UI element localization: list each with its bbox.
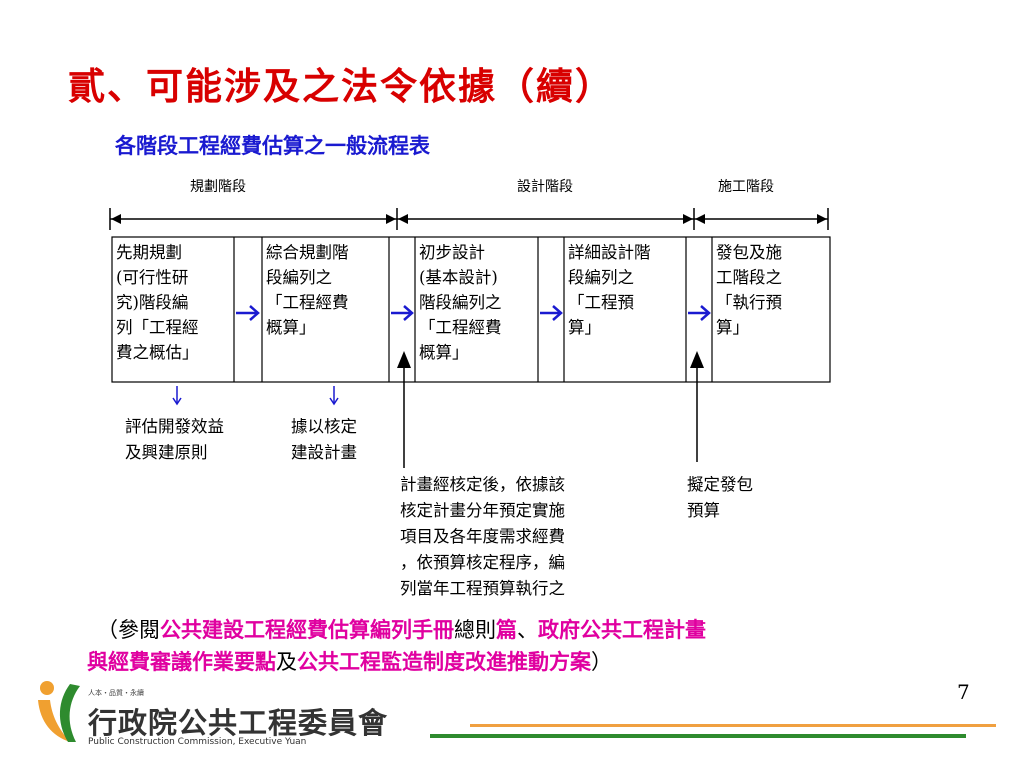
reference-sep-2: 及 — [276, 650, 297, 674]
page-title: 貳、可能涉及之法令依據（續） — [68, 64, 614, 108]
logo-mark-icon — [38, 681, 80, 742]
phase-label-construction: 施工階段 — [718, 179, 774, 195]
note-approve-plan: 據以核定 建設計畫 — [291, 417, 357, 462]
reference-doc-manual: 公共建設工程經費估算編列手冊 — [160, 617, 454, 642]
note-budget-procedure: 計畫經核定後，依據該 核定計畫分年預定實施 項目及各年度需求經費 ，依預算核定程… — [400, 475, 565, 598]
reference-doc-guideline: 政府公共工程計畫 — [538, 617, 706, 642]
reference-doc-manual-section: 總則 — [454, 618, 496, 642]
phase-label-planning: 規劃階段 — [190, 179, 246, 195]
reference-doc-manual-end: 篇 — [496, 617, 517, 642]
logo-english-name: Public Construction Commission, Executiv… — [88, 737, 307, 747]
reference-doc-guideline-cont: 與經費審議作業要點 — [87, 649, 276, 674]
reference-open: （參閱 — [97, 618, 160, 642]
flow-box-comprehensive-planning: 綜合規劃階 段編列之 「工程經費 概算」 — [266, 243, 349, 337]
flow-arrow-4 — [688, 305, 711, 321]
reference-sep-1: 、 — [517, 618, 538, 642]
down-arrow-2 — [329, 386, 339, 406]
logo-tagline: 人本・品質・永續 — [88, 689, 144, 697]
phase-label-design: 設計階段 — [517, 179, 573, 195]
down-arrow-1 — [172, 386, 182, 406]
reference-note: （參閱公共建設工程經費估算編列手冊總則篇、政府公共工程計畫 與經費審議作業要點及… — [87, 614, 706, 678]
note-evaluate-benefits: 評估開發效益 及興建原則 — [125, 417, 224, 462]
up-arrow-2 — [690, 351, 704, 462]
flow-arrow-3 — [540, 305, 563, 321]
reference-doc-supervision: 公共工程監造制度改進推動方案 — [297, 649, 591, 674]
flow-box-detailed-design: 詳細設計階 段編列之 「工程預 算」 — [568, 243, 651, 337]
up-arrow-1 — [397, 351, 411, 468]
flow-box-prelim-planning: 先期規劃 (可行性研 究)階段編 列「工程經 費之概估」 — [116, 243, 199, 362]
page-number: 7 — [957, 680, 970, 704]
flow-arrow-1 — [236, 305, 260, 321]
flow-box-preliminary-design: 初步設計 (基本設計) 階段編列之 「工程經費 概算」 — [419, 243, 502, 362]
phase-span-arrowheads — [111, 214, 827, 224]
flow-table-subtitle: 各階段工程經費估算之一般流程表 — [115, 133, 430, 158]
flow-box-construction: 發包及施 工階段之 「執行預 算」 — [716, 243, 782, 337]
flow-table-grid — [111, 236, 831, 383]
logo-agency-name: 行政院公共工程委員會 — [88, 706, 389, 740]
footer-divider — [430, 724, 996, 738]
phase-span-line — [109, 208, 829, 230]
flow-arrow-2 — [391, 305, 414, 321]
reference-close: ） — [591, 650, 612, 674]
note-contract-budget: 擬定發包 預算 — [687, 475, 753, 520]
